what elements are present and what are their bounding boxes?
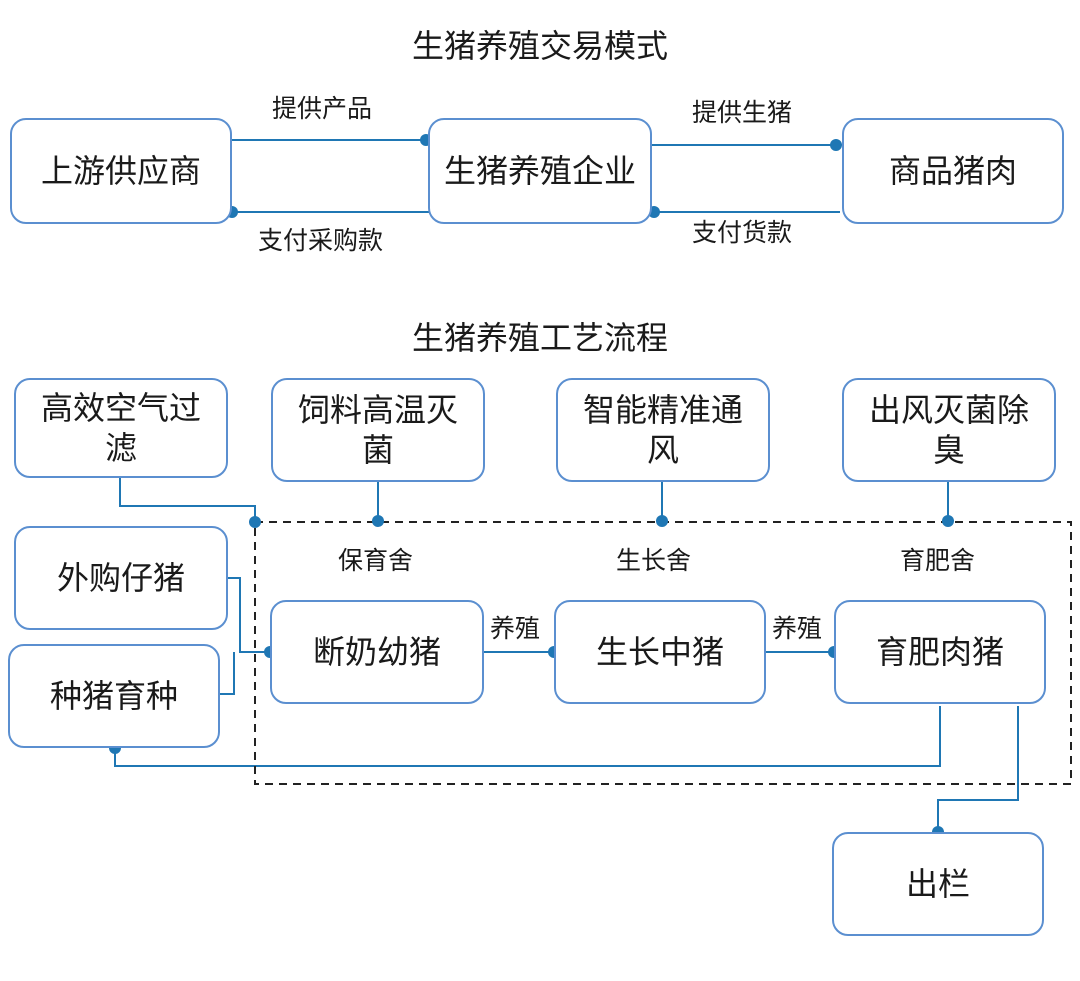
edge-breeding xyxy=(220,652,235,695)
edge-exit xyxy=(937,706,1019,832)
node-air-filter: 高效空气过滤 xyxy=(14,378,228,478)
label-growing-barn: 生长舍 xyxy=(616,546,692,575)
label-pay-goods: 支付货款 xyxy=(692,218,793,247)
label-provide-pigs: 提供生猪 xyxy=(692,98,793,127)
node-supplier: 上游供应商 xyxy=(10,118,232,224)
node-weaned-piglet: 断奶幼猪 xyxy=(270,600,484,704)
dot-air xyxy=(249,516,261,528)
dot-pork-in xyxy=(830,139,842,151)
label-provide-products: 提供产品 xyxy=(272,94,373,123)
node-growing-pig: 生长中猪 xyxy=(554,600,766,704)
trade-mode-title: 生猪养殖交易模式 xyxy=(411,27,668,65)
label-raise-2: 养殖 xyxy=(772,614,823,643)
label-nursery-barn: 保育舍 xyxy=(338,546,414,575)
node-ventilation: 智能精准通风 xyxy=(556,378,770,482)
edge-feedback xyxy=(114,706,941,767)
node-exhaust-deodor: 出风灭菌除臭 xyxy=(842,378,1056,482)
dot-feed xyxy=(372,515,384,527)
label-pay-purchase: 支付采购款 xyxy=(258,226,384,255)
node-breeding: 种猪育种 xyxy=(8,644,220,748)
dot-exhaust xyxy=(942,515,954,527)
node-fattening-pig: 育肥肉猪 xyxy=(834,600,1046,704)
label-raise-1: 养殖 xyxy=(490,614,541,643)
edge-air-filter xyxy=(119,478,256,522)
label-fattening-barn: 育肥舍 xyxy=(900,546,976,575)
edge-purchased xyxy=(228,577,270,653)
node-pork: 商品猪肉 xyxy=(842,118,1064,224)
node-enterprise: 生猪养殖企业 xyxy=(428,118,652,224)
dot-vent xyxy=(656,515,668,527)
process-flow-title: 生猪养殖工艺流程 xyxy=(411,319,668,357)
node-purchased-piglets: 外购仔猪 xyxy=(14,526,228,630)
node-feed-sterilize: 饲料高温灭菌 xyxy=(271,378,485,482)
node-out: 出栏 xyxy=(832,832,1044,936)
